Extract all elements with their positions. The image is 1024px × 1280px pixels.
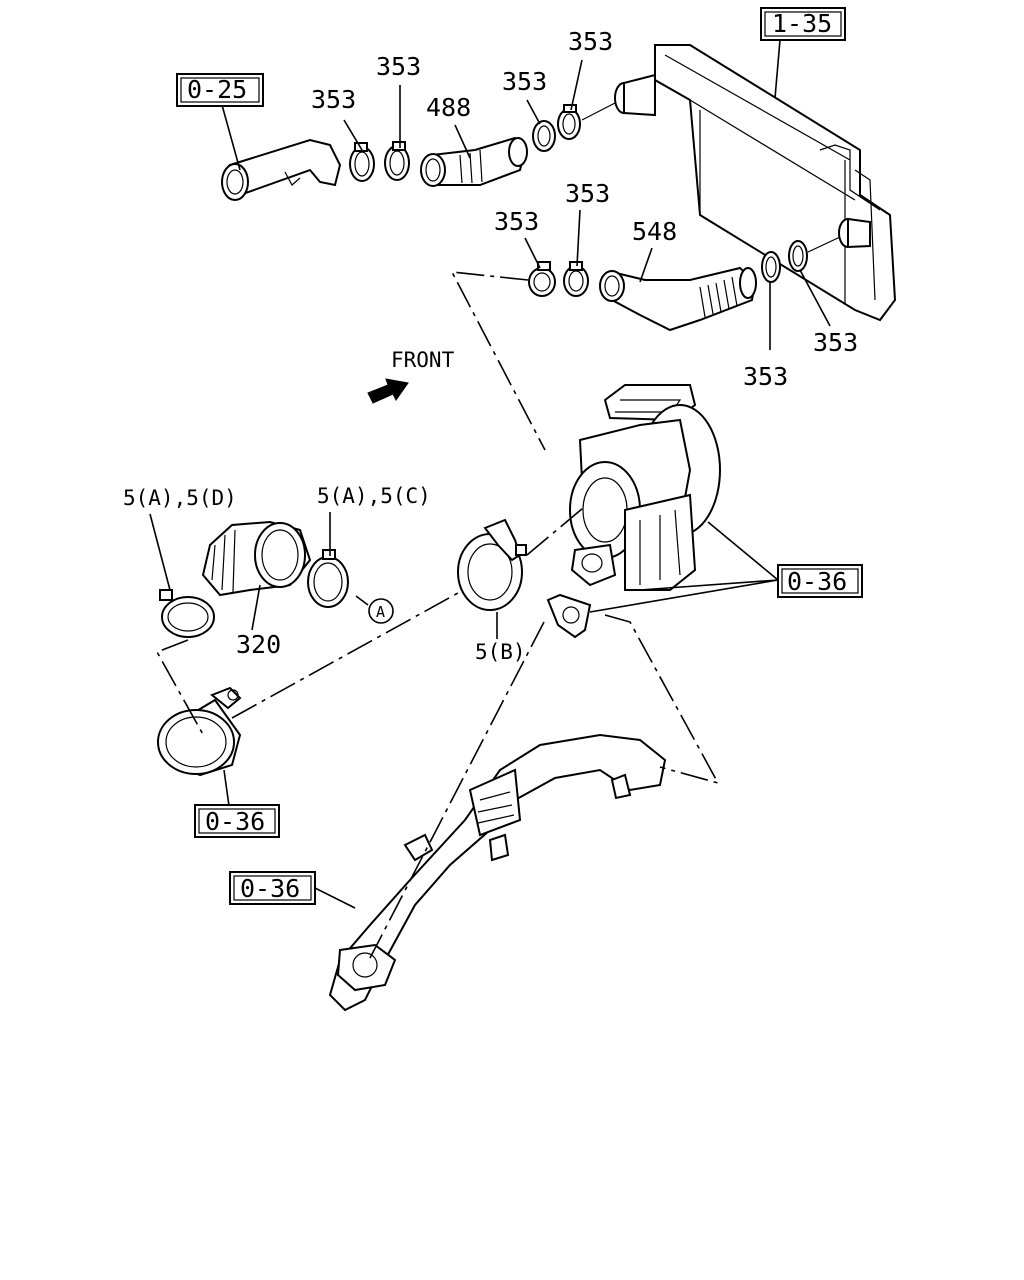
lower-connector-line <box>807 236 841 253</box>
label-353-a: 353 <box>311 85 356 114</box>
label-353-h: 353 <box>813 328 858 357</box>
clamp-5ad <box>159 589 215 638</box>
label-353-g: 353 <box>743 362 788 391</box>
label-353-e: 353 <box>494 207 539 236</box>
label-488: 488 <box>426 93 471 122</box>
ref-label-0-36-pipe: 0-36 <box>240 874 300 903</box>
exhaust-pipe-0-36 <box>328 733 667 1012</box>
hose-320 <box>201 520 312 597</box>
hose-488 <box>420 136 528 187</box>
circle-a-label: A <box>376 603 385 621</box>
leader-lines <box>149 39 831 909</box>
label-5ad: 5(A),5(D) <box>123 486 237 510</box>
ref-box-1-35[interactable]: 1-35 <box>760 7 846 41</box>
ref-label-1-35: 1-35 <box>772 9 832 38</box>
elbow-0-36 <box>157 686 242 777</box>
front-label: FRONT <box>391 348 455 372</box>
clamp-353-c <box>532 120 556 152</box>
upper-connector-line <box>581 102 616 121</box>
ref-box-0-36-elbow[interactable]: 0-36 <box>194 804 280 838</box>
ref-label-0-25: 0-25 <box>187 75 247 104</box>
clamp-353-g <box>761 251 781 283</box>
ref-box-0-25[interactable]: 0-25 <box>176 73 264 107</box>
center-lines <box>155 271 720 959</box>
air-pipe-0-25 <box>221 138 342 201</box>
gasket <box>546 593 592 639</box>
ref-label-0-36-elbow: 0-36 <box>205 807 265 836</box>
label-320: 320 <box>236 630 281 659</box>
intercooler <box>614 44 897 322</box>
ref-label-0-36-turbo: 0-36 <box>787 567 847 596</box>
circle-a-marker: A <box>368 598 394 624</box>
clamp-353-d <box>557 104 581 140</box>
clamp-5ac <box>307 549 349 608</box>
ref-box-0-36-turbo[interactable]: 0-36 <box>777 564 863 598</box>
label-353-b: 353 <box>376 52 421 81</box>
clamp-353-h <box>788 240 808 272</box>
label-5b: 5(B) <box>475 640 526 664</box>
turbocharger <box>569 384 721 591</box>
label-353-f: 353 <box>565 179 610 208</box>
ref-box-0-36-pipe[interactable]: 0-36 <box>229 871 316 905</box>
clamp-5b <box>457 518 527 611</box>
label-353-c: 353 <box>502 67 547 96</box>
clamp-353-f <box>563 261 589 297</box>
clamp-353-e <box>528 261 556 297</box>
clamp-353-b <box>384 141 410 181</box>
label-548: 548 <box>632 217 677 246</box>
label-5ac: 5(A),5(C) <box>317 484 431 508</box>
front-arrow-icon <box>367 378 409 404</box>
hose-548 <box>599 266 757 332</box>
label-353-d: 353 <box>568 27 613 56</box>
